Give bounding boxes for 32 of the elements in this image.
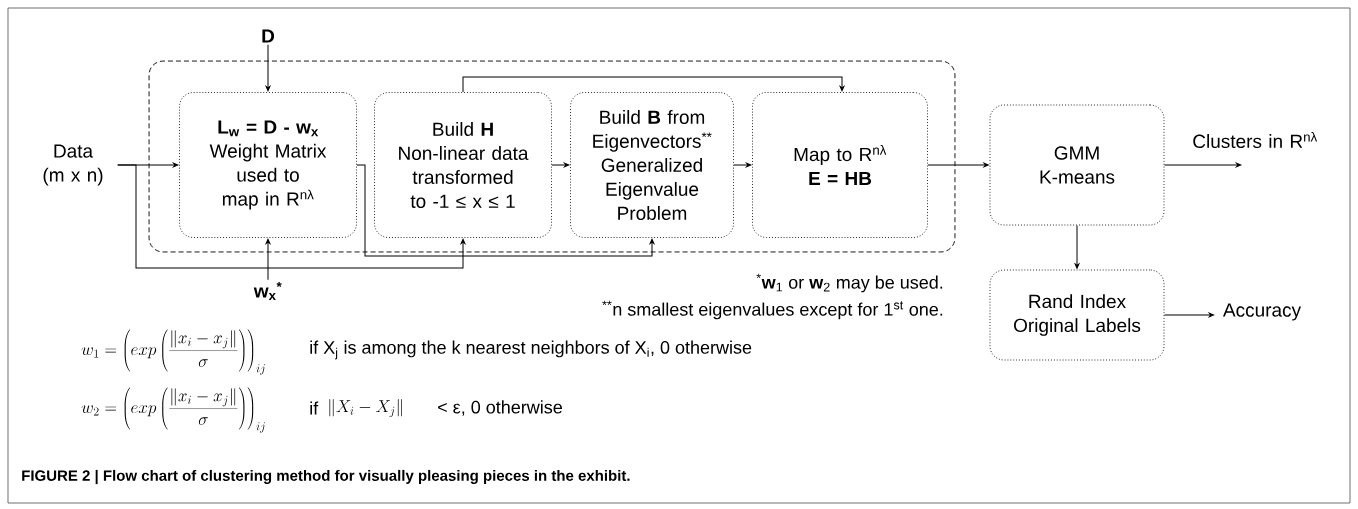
arrow bbox=[117, 164, 466, 269]
footnote: $^{*}$w$_{1}$ or w$_{2}$ may be used. bbox=[756, 273, 943, 293]
arrow bbox=[265, 44, 271, 92]
formula: $\left\|X_i - X_j\right\|$ bbox=[329, 399, 402, 418]
input-label: w$_{x}$* bbox=[253, 282, 282, 300]
caption: FIGURE 2 | Flow chart of clustering method for visually pleasing pieces in the exhibit. bbox=[22, 469, 630, 485]
arrow bbox=[551, 162, 570, 168]
dashed-group-box bbox=[148, 60, 956, 253]
formula: $w_2 = \left(exp\left(\frac{\left\|x_i - x_j\right\|}{\sigma}\right)\right)_{ij}$ bbox=[81, 387, 265, 433]
process-box: GMM K-means bbox=[989, 104, 1165, 226]
input-label: D bbox=[262, 29, 275, 43]
input-label: Data (m x n) bbox=[43, 144, 103, 186]
arrow bbox=[927, 162, 989, 168]
output-label: Accuracy bbox=[1223, 303, 1302, 321]
condition-text: if X$_{j}$ is among the k nearest neighbors of X$_{i}$, 0 otherwise bbox=[310, 340, 752, 360]
arrow bbox=[462, 76, 845, 93]
arrow bbox=[1074, 224, 1080, 269]
arrow bbox=[356, 164, 655, 257]
formula: $w_1 = \left(exp\left(\frac{\left\|x_i - x_j\right\|}{\sigma}\right)\right)_{ij}$ bbox=[81, 329, 265, 375]
arrow bbox=[733, 162, 752, 168]
footnote: $^{**}$n smallest eigenvalues except for 1$^{st}$ one. bbox=[602, 300, 943, 320]
condition-text: if bbox=[310, 401, 319, 415]
process-box: Build H Non-linear data transformed to -1 ≤ x ≤ 1 bbox=[374, 92, 552, 238]
process-box: Map to R$^{nλ}$ E = HB bbox=[752, 92, 928, 238]
arrow bbox=[1163, 162, 1242, 168]
condition-text: < ε, 0 otherwise bbox=[438, 400, 562, 416]
arrow bbox=[265, 238, 271, 281]
output-label: Clusters in R$^{nλ}$ bbox=[1193, 131, 1318, 149]
process-box: Build B from Eigenvectors$^{**}$ Generalized Eigenvalue Problem bbox=[570, 92, 734, 238]
process-box: L$_{w}$ = D - w$_{x}$ Weight Matrix used to map in R$^{nλ}$ bbox=[179, 92, 357, 238]
process-box: Rand Index Original Labels bbox=[989, 269, 1165, 361]
arrow bbox=[1163, 312, 1215, 318]
